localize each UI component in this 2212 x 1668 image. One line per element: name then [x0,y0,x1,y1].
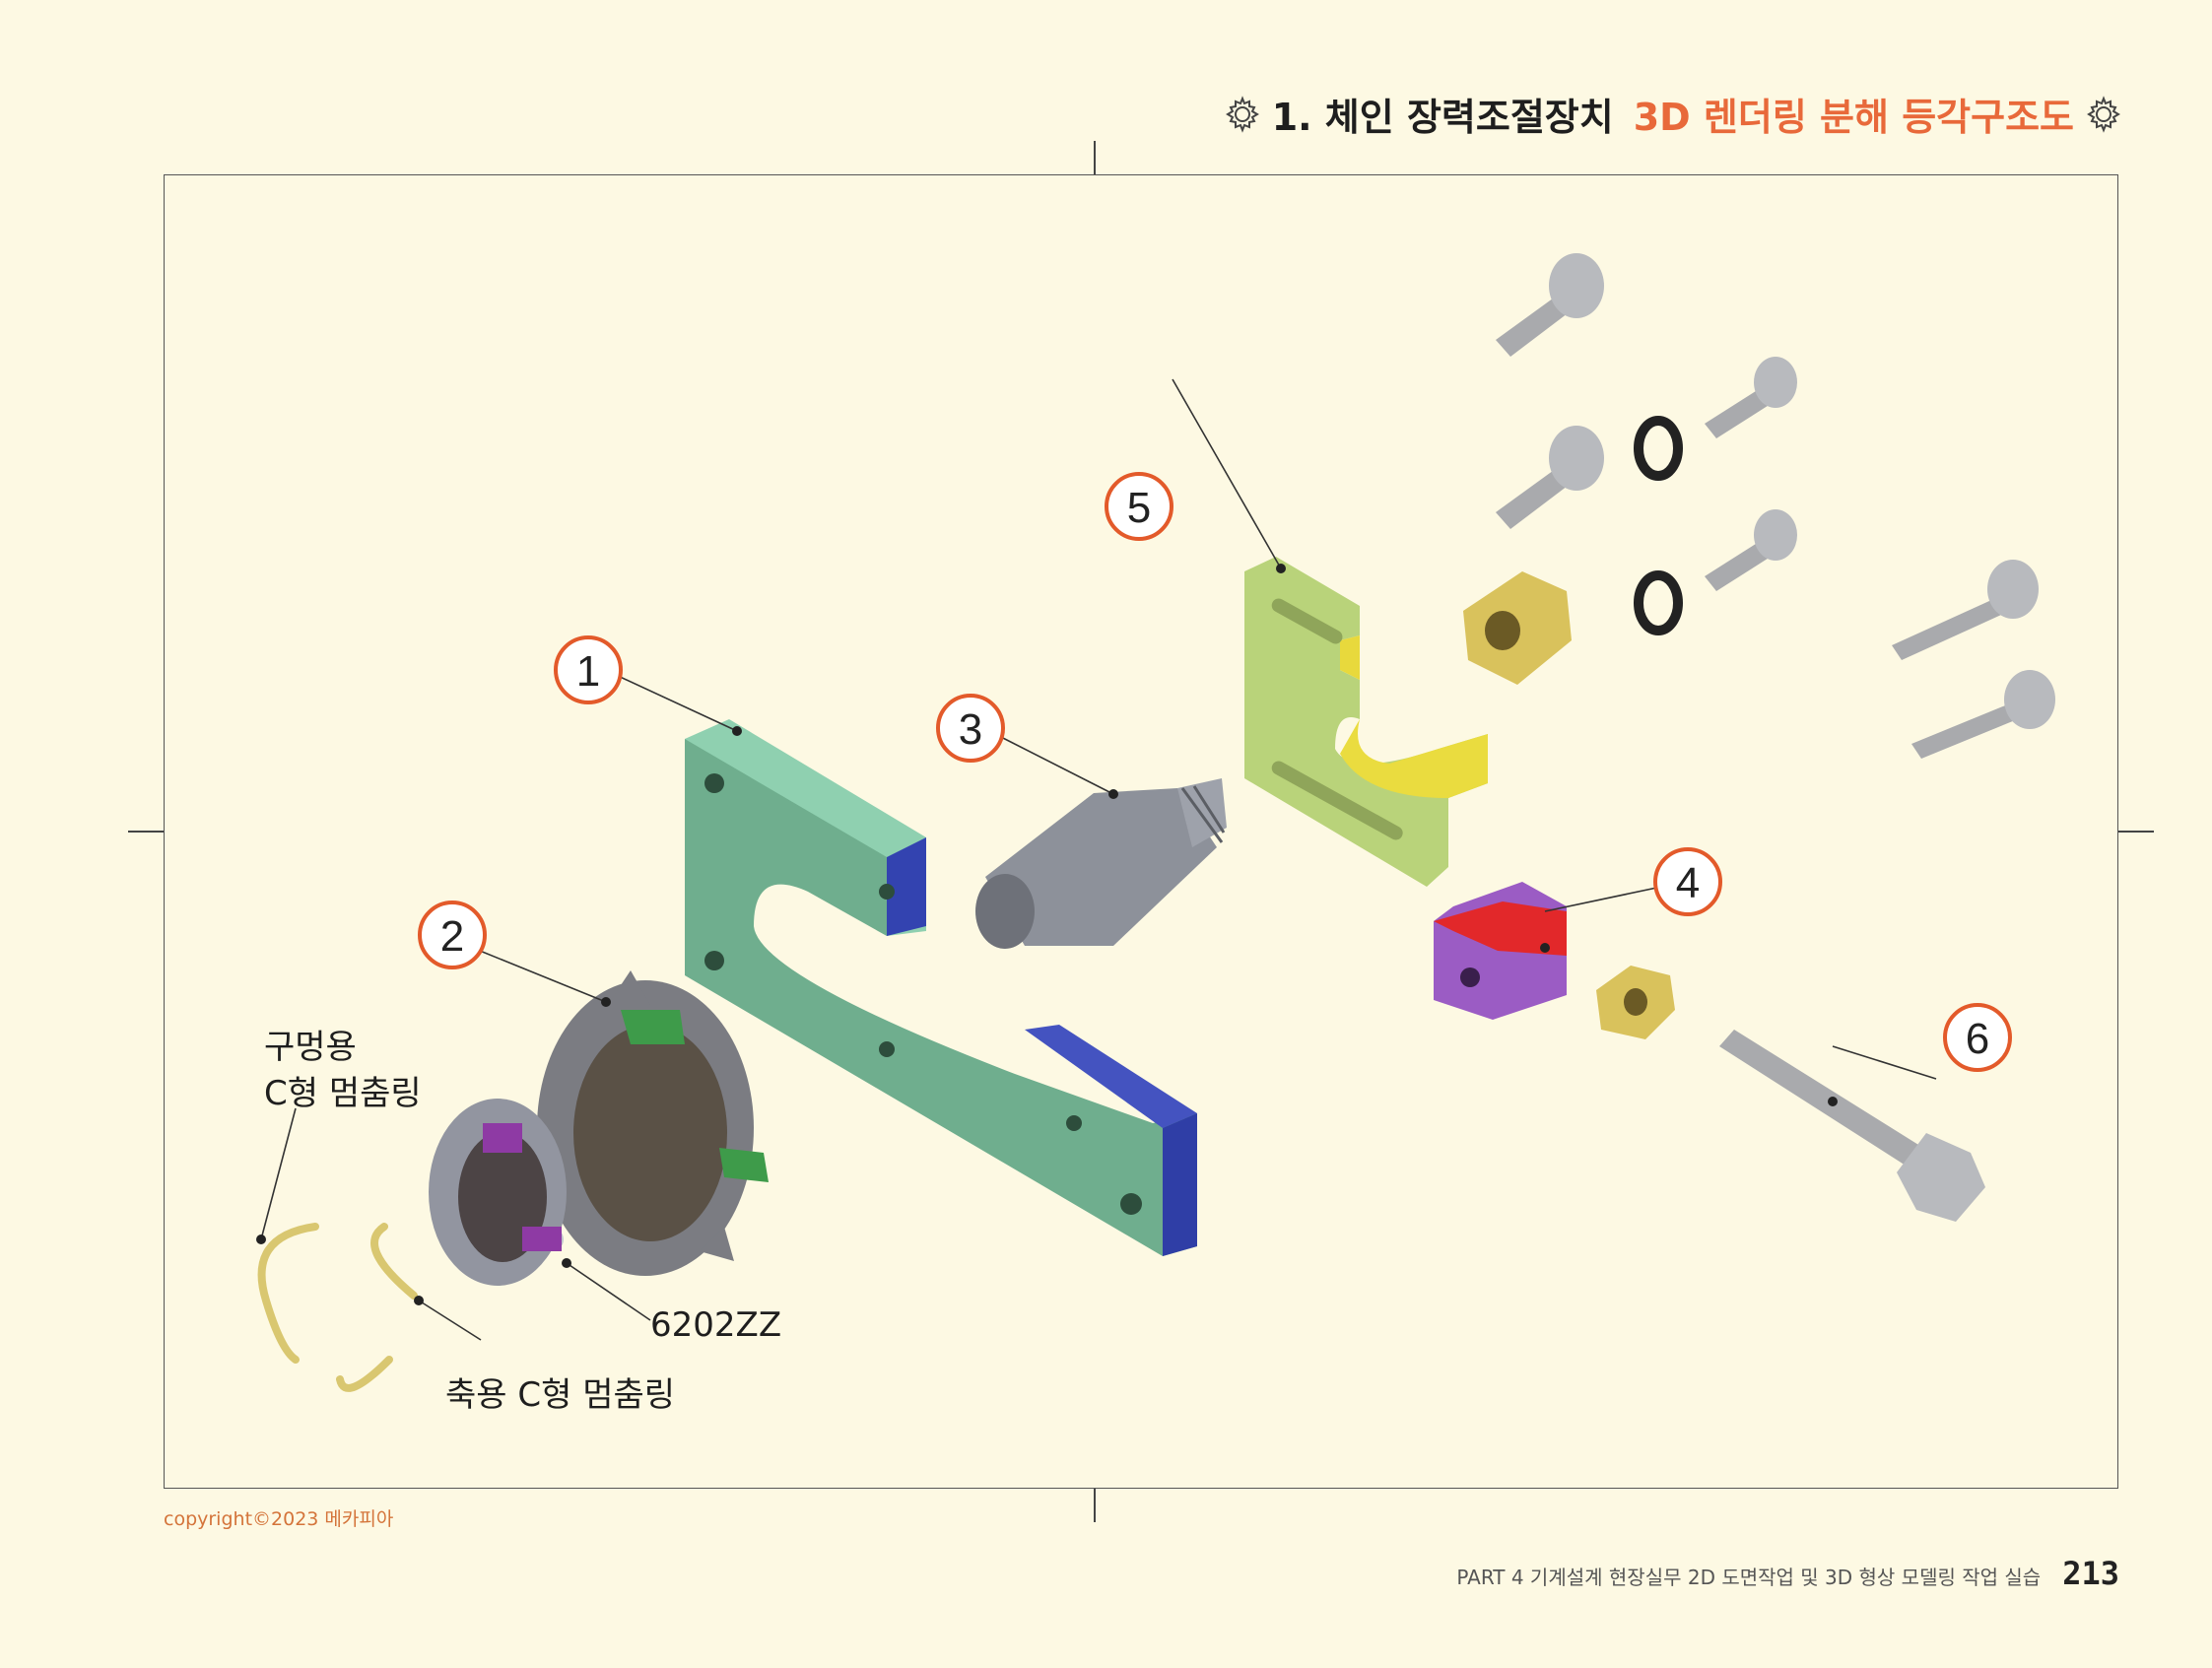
callout-number: 2 [440,912,464,961]
hex-nut-large [1463,571,1572,685]
callout-6: 6 [1943,1003,2012,1072]
part-4-block [1434,882,1567,1020]
bearing-label: 6202ZZ [650,1305,782,1345]
gear-icon [1225,95,1259,133]
bearing-6202zz [429,1099,567,1286]
page-title: 1. 체인 장력조절장치 3D 렌더링 분해 등각구조도 [1223,87,2123,141]
callout-1: 1 [554,635,623,704]
page-number: 213 [2062,1555,2119,1592]
leader-dots [256,564,1838,1305]
shaft-ring-label: 축용 C형 멈춤링 [445,1375,676,1415]
page-footer: PART 4 기계설계 현장실무 2D 도면작업 및 3D 형상 모델링 작업 … [1456,1555,2119,1592]
part-2-sprocket [537,970,769,1276]
callout-4: 4 [1653,847,1722,916]
hole-ring-label-line1: 구멍용 [264,1028,357,1067]
gear-icon [2087,95,2120,133]
crop-mark [128,831,164,833]
shaft-retaining-ring [336,1223,418,1392]
cap-screws [1496,253,2055,759]
part-1-bracket-plate [685,719,1197,1256]
callout-number: 3 [959,705,982,754]
crop-mark [1094,1489,1096,1522]
callout-2: 2 [418,901,487,969]
leader-lines [260,378,1937,1341]
hex-nut-small [1596,966,1675,1039]
callout-3: 3 [936,694,1005,763]
copyright: copyright©2023 메카피아 [164,1508,394,1530]
part-6-hex-bolt [1719,1030,1985,1222]
crop-mark [1094,141,1096,174]
part-5-slotted-plate [1244,557,1488,887]
callout-number: 1 [576,647,600,696]
title-main: 1. 체인 장력조절장치 [1271,96,1614,139]
callout-5: 5 [1105,472,1173,541]
hole-ring-label-line2: C형 멈춤링 [264,1074,422,1113]
callout-number: 4 [1676,859,1700,907]
crop-mark [2118,831,2154,833]
hole-retaining-ring [257,1223,319,1364]
footer-part-title: PART 4 기계설계 현장실무 2D 도면작업 및 3D 형상 모델링 작업 … [1456,1566,2042,1589]
drawing-frame [164,174,2118,1489]
washer [1634,416,1683,635]
title-accent: 3D 렌더링 분해 등각구조도 [1633,96,2074,139]
callout-number: 6 [1966,1015,1989,1063]
callout-number: 5 [1127,484,1151,532]
part-3-pin [975,778,1227,949]
